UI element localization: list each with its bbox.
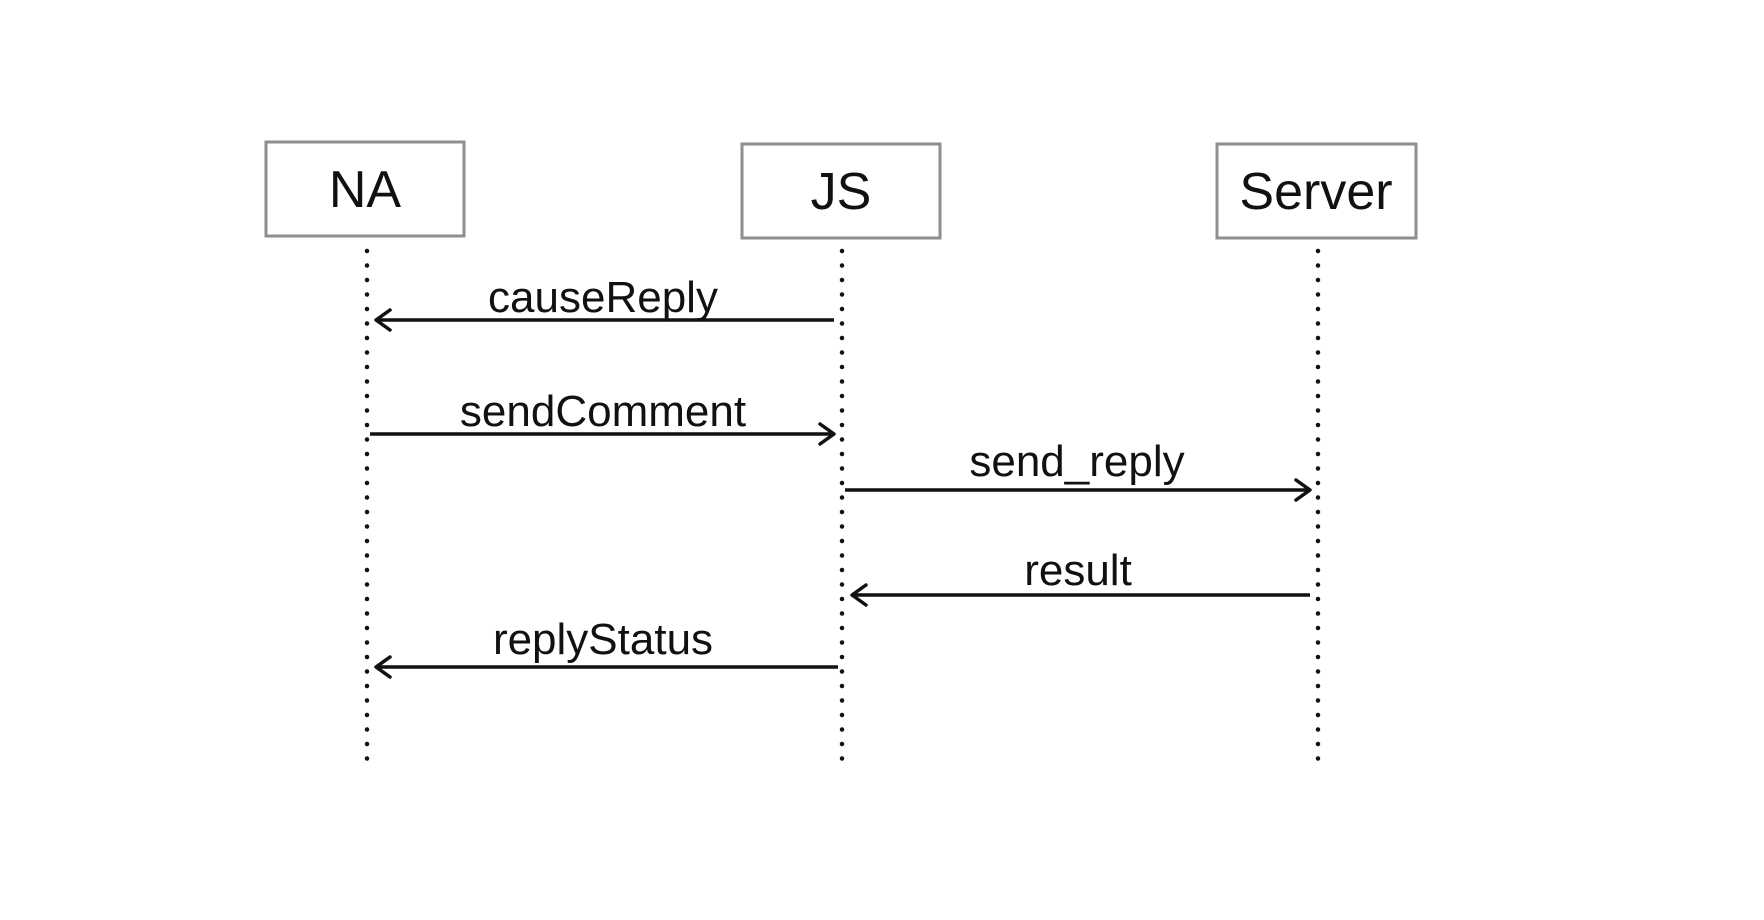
message-result-label: result [1024,546,1132,595]
message-reply-status-label: replyStatus [493,615,713,664]
participant-na-box [264,140,466,238]
participant-js-label: JS [811,163,872,221]
message-send-reply: send_reply [845,437,1312,502]
participant-server: Server [1215,142,1418,767]
participant-na: NA [264,140,466,767]
message-reply-status-arrow-head [374,655,392,679]
message-send-comment-arrow-head [818,422,836,446]
message-result: result [850,546,1310,607]
message-cause-reply: causeReply [374,273,834,332]
participant-js-box [740,142,942,240]
message-send-comment: sendComment [370,387,836,446]
message-reply-status: replyStatus [374,615,838,679]
message-send-reply-arrow-head [1294,478,1312,502]
participant-server-label: Server [1239,163,1392,221]
participant-na-label: NA [329,161,402,219]
message-result-arrow-head [850,583,868,607]
participant-server-box [1215,142,1418,240]
message-cause-reply-label: causeReply [488,273,718,322]
message-send-reply-label: send_reply [969,437,1184,486]
participant-js: JS [740,142,942,767]
message-send-comment-label: sendComment [460,387,746,436]
message-cause-reply-arrow-head [374,308,392,332]
